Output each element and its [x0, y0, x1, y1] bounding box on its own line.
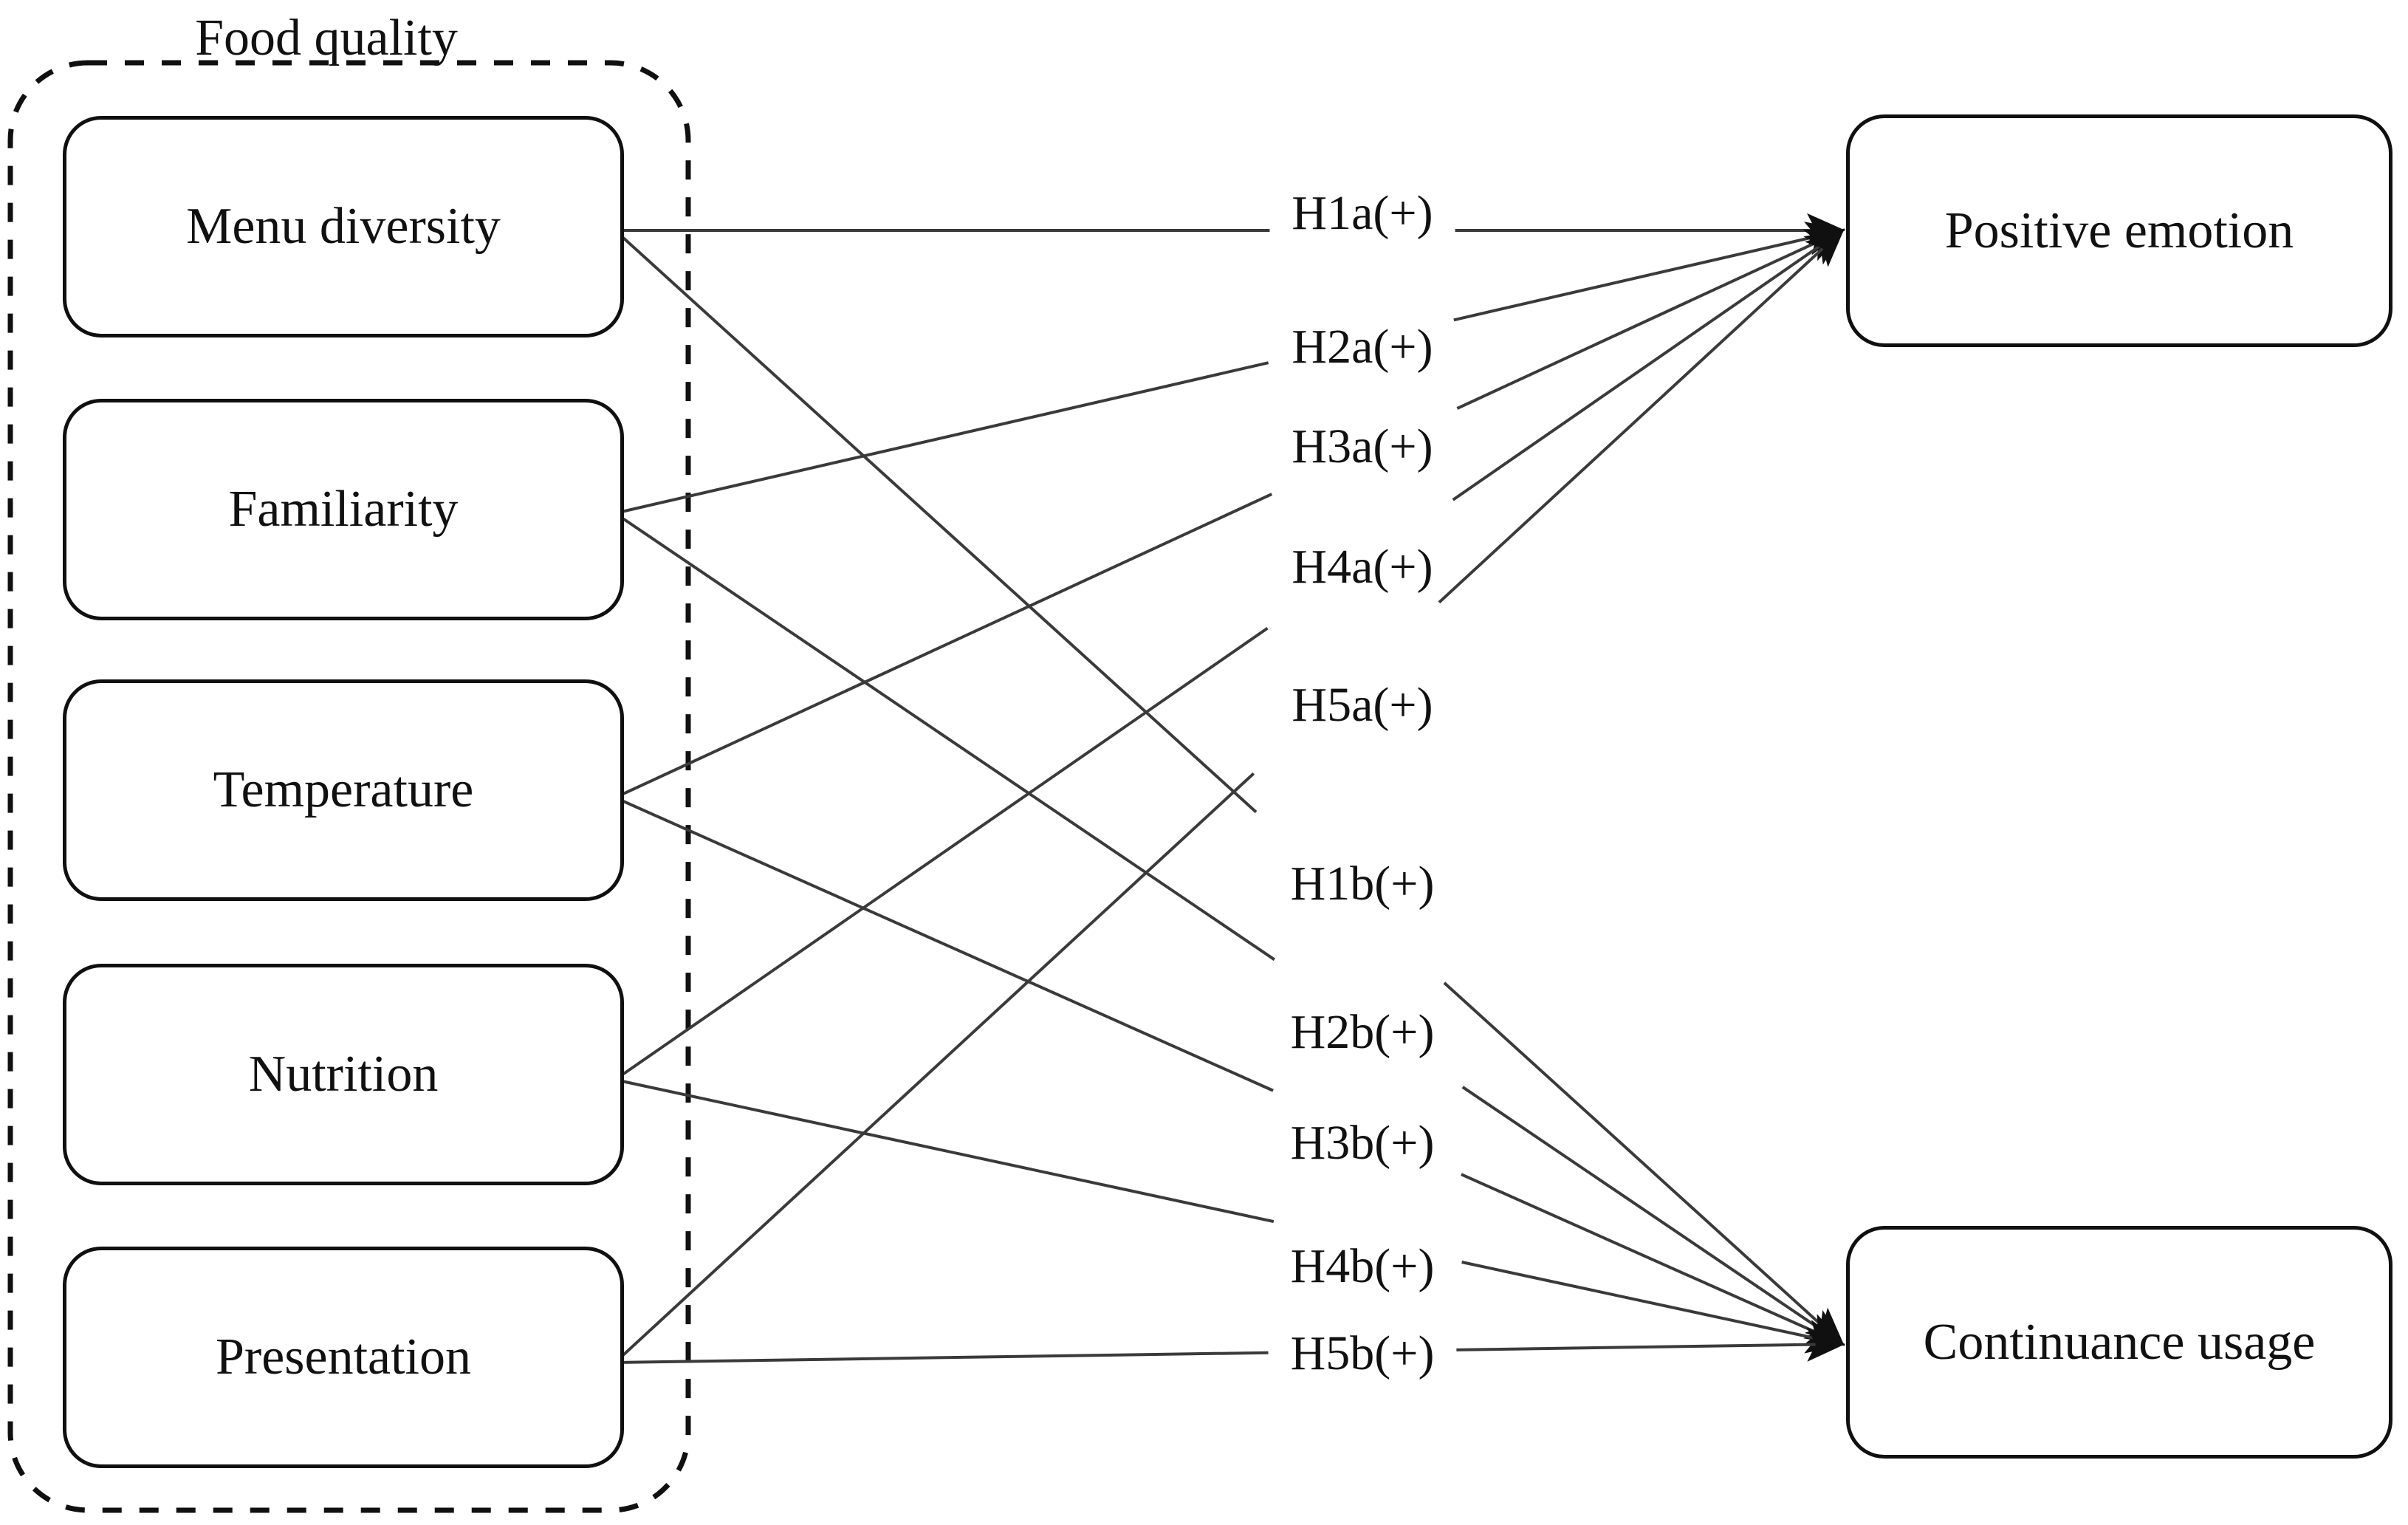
hypothesis-path-h5b-seg2	[1456, 1327, 1845, 1362]
construct-box-label: Presentation	[215, 1329, 472, 1385]
group-title-food-quality: Food quality	[195, 10, 458, 66]
construct-box-label: Menu diversity	[186, 198, 501, 255]
hypothesis-label-h4a: H4a(+)	[1281, 538, 1444, 597]
hypothesis-path-h2b-seg2	[1461, 1086, 1845, 1346]
construct-box-label: Familiarity	[228, 481, 459, 538]
hypothesis-path-h3a-seg2	[1456, 229, 1845, 410]
hypothesis-label-h5b: H5b(+)	[1280, 1324, 1445, 1383]
hypothesis-label-h2b: H2b(+)	[1280, 1003, 1445, 1062]
hypothesis-label-h3b: H3b(+)	[1280, 1114, 1445, 1173]
hypothesis-path-h4a-seg2	[1452, 228, 1845, 501]
hypothesis-label-h3a: H3a(+)	[1281, 417, 1444, 476]
hypothesis-label-h1a: H1a(+)	[1281, 184, 1444, 243]
outcome-box-continuance-usage[interactable]: Continuance usage	[1846, 1226, 2392, 1459]
hypothesis-path-h4b-seg1	[614, 1078, 1275, 1224]
hypothesis-paths	[614, 213, 1845, 1364]
hypothesis-path-h5b-seg1	[614, 1351, 1269, 1364]
hypothesis-path-h3a-seg1	[614, 493, 1273, 799]
outcome-box-label: Positive emotion	[1944, 202, 2294, 259]
outcome-box-positive-emotion[interactable]: Positive emotion	[1846, 114, 2392, 347]
hypothesis-path-h1b-seg2	[1443, 981, 1845, 1346]
hypothesis-path-h3b-seg1	[614, 796, 1274, 1092]
construct-box-presentation[interactable]: Presentation	[63, 1247, 624, 1468]
hypothesis-path-h4a-seg1	[614, 627, 1269, 1081]
hypothesis-path-h5a-seg1	[614, 772, 1255, 1364]
hypothesis-path-h2a-seg2	[1453, 222, 1845, 322]
hypothesis-path-h1b-seg1	[614, 229, 1258, 814]
construct-box-label: Nutrition	[248, 1046, 439, 1103]
construct-box-temperature[interactable]: Temperature	[63, 679, 624, 901]
hypothesis-path-h5a-seg2	[1438, 228, 1845, 604]
hypothesis-path-h3b-seg2	[1461, 1173, 1845, 1346]
hypothesis-label-h2a: H2a(+)	[1281, 318, 1444, 377]
construct-box-label: Temperature	[213, 761, 474, 818]
hypothesis-label-h1b: H1b(+)	[1280, 854, 1445, 914]
hypothesis-path-h2b-seg1	[614, 512, 1276, 962]
hypothesis-label-h5a: H5a(+)	[1281, 676, 1444, 735]
construct-box-menu-diversity[interactable]: Menu diversity	[63, 116, 624, 337]
hypothesis-path-h2a-seg1	[614, 361, 1269, 515]
hypothesis-label-h4b: H4b(+)	[1280, 1237, 1445, 1296]
construct-box-nutrition[interactable]: Nutrition	[63, 964, 624, 1185]
outcome-box-label: Continuance usage	[1923, 1313, 2316, 1371]
hypothesis-path-h4b-seg2	[1461, 1261, 1845, 1354]
construct-box-familiarity[interactable]: Familiarity	[63, 399, 624, 620]
